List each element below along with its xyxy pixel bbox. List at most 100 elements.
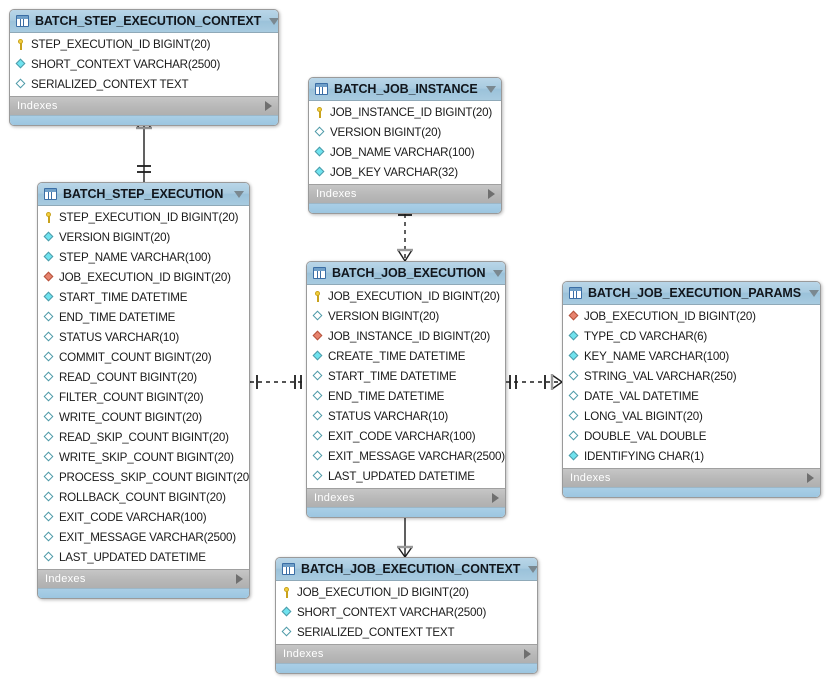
indexes-section-batch_job_execution[interactable]: Indexes [307,488,505,507]
column-row[interactable]: KEY_NAME VARCHAR(100) [563,346,820,366]
key-icon [281,586,292,598]
column-label: DOUBLE_VAL DOUBLE [584,429,707,443]
column-row[interactable]: TYPE_CD VARCHAR(6) [563,326,820,346]
white-diamond-icon [568,431,579,442]
column-row[interactable]: WRITE_SKIP_COUNT BIGINT(20) [38,447,249,467]
column-row[interactable]: DOUBLE_VAL DOUBLE [563,426,820,446]
column-row[interactable]: IDENTIFYING CHAR(1) [563,446,820,466]
column-row[interactable]: LONG_VAL BIGINT(20) [563,406,820,426]
column-label: TYPE_CD VARCHAR(6) [584,329,708,343]
column-row[interactable]: VERSION BIGINT(20) [307,306,505,326]
indexes-section-batch_job_instance[interactable]: Indexes [309,184,501,203]
white-diamond-icon [43,472,54,483]
chevron-down-icon[interactable] [493,269,504,277]
column-row[interactable]: JOB_EXECUTION_ID BIGINT(20) [38,267,249,287]
column-row[interactable]: STEP_NAME VARCHAR(100) [38,247,249,267]
triangle-right-icon[interactable] [524,649,531,659]
table-header-batch_job_instance[interactable]: BATCH_JOB_INSTANCE [309,78,501,101]
indexes-label: Indexes [316,188,357,200]
column-row[interactable]: VERSION BIGINT(20) [38,227,249,247]
white-diamond-icon [568,411,579,422]
column-row[interactable]: CREATE_TIME DATETIME [307,346,505,366]
table-bottom-strip [307,507,505,517]
column-row[interactable]: ROLLBACK_COUNT BIGINT(20) [38,487,249,507]
cyan-diamond-icon [43,232,54,243]
column-row[interactable]: LAST_UPDATED DATETIME [307,466,505,486]
white-diamond-icon [312,451,323,462]
column-row[interactable]: JOB_NAME VARCHAR(100) [309,142,501,162]
table-header-batch_job_execution_context[interactable]: BATCH_JOB_EXECUTION_CONTEXT [276,558,537,581]
column-row[interactable]: JOB_KEY VARCHAR(32) [309,162,501,182]
triangle-right-icon[interactable] [807,473,814,483]
column-row[interactable]: EXIT_MESSAGE VARCHAR(2500) [307,446,505,466]
table-header-batch_step_execution_context[interactable]: BATCH_STEP_EXECUTION_CONTEXT [10,10,278,33]
cyan-diamond-icon [314,147,325,158]
column-row[interactable]: READ_COUNT BIGINT(20) [38,367,249,387]
column-row[interactable]: END_TIME DATETIME [38,307,249,327]
column-row[interactable]: COMMIT_COUNT BIGINT(20) [38,347,249,367]
column-row[interactable]: EXIT_MESSAGE VARCHAR(2500) [38,527,249,547]
chevron-down-icon[interactable] [808,289,819,297]
column-row[interactable]: SHORT_CONTEXT VARCHAR(2500) [10,54,278,74]
indexes-section-batch_step_execution_context[interactable]: Indexes [10,96,278,115]
column-label: EXIT_MESSAGE VARCHAR(2500) [59,530,236,544]
column-row[interactable]: EXIT_CODE VARCHAR(100) [38,507,249,527]
triangle-right-icon[interactable] [265,101,272,111]
column-row[interactable]: JOB_EXECUTION_ID BIGINT(20) [276,582,537,602]
chevron-down-icon[interactable] [234,190,244,198]
indexes-section-batch_step_execution[interactable]: Indexes [38,569,249,588]
triangle-right-icon[interactable] [488,189,495,199]
white-diamond-icon [568,371,579,382]
column-row[interactable]: STRING_VAL VARCHAR(250) [563,366,820,386]
column-row[interactable]: STEP_EXECUTION_ID BIGINT(20) [10,34,278,54]
column-row[interactable]: SHORT_CONTEXT VARCHAR(2500) [276,602,537,622]
table-header-batch_job_execution_params[interactable]: BATCH_JOB_EXECUTION_PARAMS [563,282,820,305]
column-label: VERSION BIGINT(20) [330,125,442,139]
column-row[interactable]: SERIALIZED_CONTEXT TEXT [276,622,537,642]
column-row[interactable]: JOB_EXECUTION_ID BIGINT(20) [563,306,820,326]
column-row[interactable]: DATE_VAL DATETIME [563,386,820,406]
column-label: END_TIME DATETIME [59,310,176,324]
column-row[interactable]: READ_SKIP_COUNT BIGINT(20) [38,427,249,447]
column-row[interactable]: END_TIME DATETIME [307,386,505,406]
column-row[interactable]: WRITE_COUNT BIGINT(20) [38,407,249,427]
table-header-batch_step_execution[interactable]: BATCH_STEP_EXECUTION [38,183,249,206]
column-row[interactable]: LAST_UPDATED DATETIME [38,547,249,567]
column-row[interactable]: START_TIME DATETIME [38,287,249,307]
table-header-batch_job_execution[interactable]: BATCH_JOB_EXECUTION [307,262,505,285]
key-icon [314,106,325,118]
column-row[interactable]: STATUS VARCHAR(10) [307,406,505,426]
column-row[interactable]: JOB_INSTANCE_ID BIGINT(20) [307,326,505,346]
triangle-right-icon[interactable] [492,493,499,503]
column-row[interactable]: PROCESS_SKIP_COUNT BIGINT(20) [38,467,249,487]
column-row[interactable]: VERSION BIGINT(20) [309,122,501,142]
indexes-section-batch_job_execution_context[interactable]: Indexes [276,644,537,663]
white-diamond-icon [314,127,325,138]
column-row[interactable]: STEP_EXECUTION_ID BIGINT(20) [38,207,249,227]
cyan-diamond-icon [281,607,292,618]
column-row[interactable]: STATUS VARCHAR(10) [38,327,249,347]
table-icon [282,563,295,575]
column-row[interactable]: START_TIME DATETIME [307,366,505,386]
column-row[interactable]: EXIT_CODE VARCHAR(100) [307,426,505,446]
chevron-down-icon[interactable] [269,17,278,25]
indexes-section-batch_job_execution_params[interactable]: Indexes [563,468,820,487]
column-row[interactable]: JOB_INSTANCE_ID BIGINT(20) [309,102,501,122]
key-icon [43,211,54,223]
relationship-job-execution-params [506,374,563,390]
column-label: KEY_NAME VARCHAR(100) [584,349,730,363]
chevron-down-icon[interactable] [486,85,496,93]
cyan-diamond-icon [314,167,325,178]
triangle-right-icon[interactable] [236,574,243,584]
chevron-down-icon[interactable] [528,565,537,573]
column-row[interactable]: FILTER_COUNT BIGINT(20) [38,387,249,407]
column-row[interactable]: JOB_EXECUTION_ID BIGINT(20) [307,286,505,306]
column-row[interactable]: SERIALIZED_CONTEXT TEXT [10,74,278,94]
